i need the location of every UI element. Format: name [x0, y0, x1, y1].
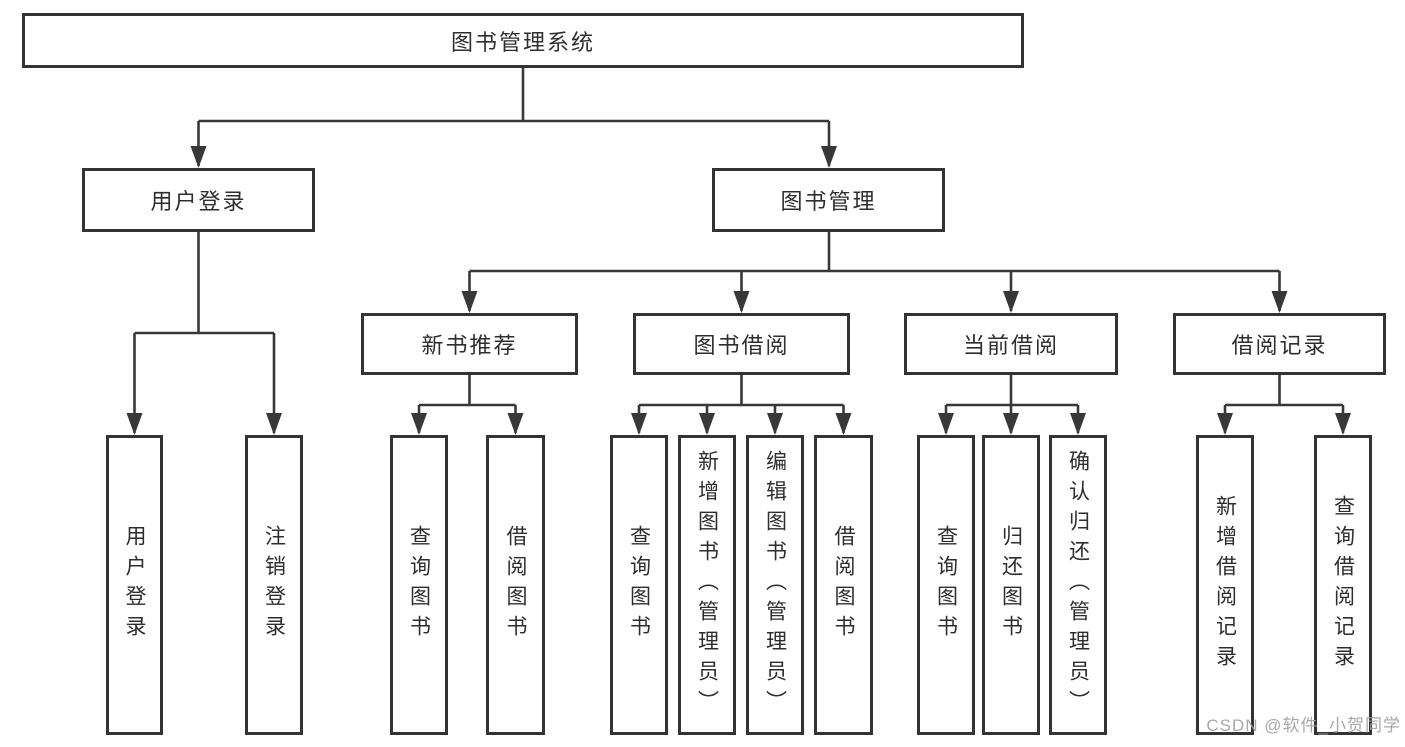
leaf-query-books-recommend: 查询图书	[390, 435, 448, 735]
edge-book-management-to-level3	[461, 232, 1288, 313]
leaf-borrow-books-recommend: 借阅图书	[486, 435, 545, 735]
leaf-add-books-admin: 新增图书（管理员）	[678, 435, 736, 735]
node-new-book-recommend: 新书推荐	[361, 313, 578, 375]
node-borrowing-records: 借阅记录	[1173, 313, 1386, 375]
edge-new-book-recommend-to-leaves	[411, 375, 524, 435]
edge-root-to-level2	[190, 68, 837, 168]
node-book-borrowing: 图书借阅	[633, 313, 850, 375]
node-user-login: 用户登录	[82, 168, 315, 232]
edge-current-borrowing-to-leaves	[938, 375, 1086, 435]
leaf-add-borrow-record: 新增借阅记录	[1196, 435, 1254, 735]
leaf-logout: 注销登录	[245, 435, 303, 735]
edge-borrowing-records-to-leaves	[1217, 375, 1351, 435]
node-book-management: 图书管理	[712, 168, 945, 232]
leaf-borrow-books-borrowing: 借阅图书	[814, 435, 873, 735]
leaf-return-books: 归还图书	[982, 435, 1040, 735]
leaf-edit-books-admin: 编辑图书（管理员）	[746, 435, 804, 735]
edge-user-login-to-leaves	[126, 232, 282, 435]
leaf-confirm-return-admin: 确认归还（管理员）	[1049, 435, 1107, 735]
leaf-query-books-borrowing: 查询图书	[610, 435, 668, 735]
edge-book-borrowing-to-leaves	[631, 375, 852, 435]
leaf-query-borrow-record: 查询借阅记录	[1314, 435, 1372, 735]
leaf-query-books-current: 查询图书	[917, 435, 975, 735]
leaf-user-login: 用户登录	[106, 435, 163, 735]
node-library-management-system: 图书管理系统	[22, 13, 1024, 68]
csdn-watermark: CSDN @软件_小贺同学	[1206, 716, 1401, 735]
node-current-borrowing: 当前借阅	[904, 313, 1118, 375]
